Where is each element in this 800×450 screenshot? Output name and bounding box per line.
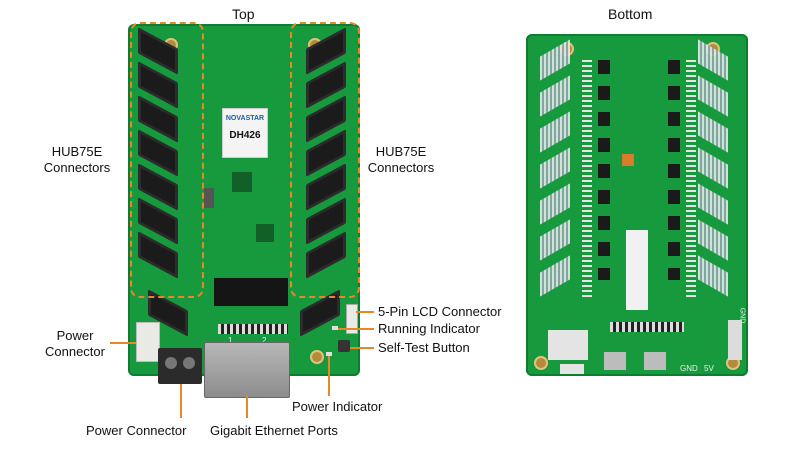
product-label: NOVASTAR DH426 <box>222 108 268 158</box>
small-chip <box>204 188 214 208</box>
bottom-port <box>644 352 666 370</box>
lcd-connector <box>346 304 358 334</box>
label-gigabit-ethernet: Gigabit Ethernet Ports <box>210 423 338 438</box>
label-running-indicator: Running Indicator <box>378 321 480 336</box>
power-terminal-block <box>158 348 202 384</box>
bottom-port <box>604 352 626 370</box>
screw-icon <box>165 357 177 369</box>
silk-5v: 5V <box>704 364 714 373</box>
component-block <box>232 172 252 192</box>
label-hub75e-left: HUB75E Connectors <box>42 144 112 176</box>
mounting-hole <box>310 350 324 364</box>
label-lcd-connector: 5-Pin LCD Connector <box>378 304 502 319</box>
model-number: DH426 <box>229 130 261 141</box>
title-top: Top <box>232 6 255 22</box>
label-power-connector-bottom: Power Connector <box>86 423 187 438</box>
main-chip <box>214 278 288 306</box>
bottom-square-pad <box>548 330 588 360</box>
silk-gnd: GND <box>680 364 698 373</box>
pin-header <box>218 324 288 334</box>
label-power-left: Power Connector <box>40 328 110 360</box>
label-power-indicator: Power Indicator <box>292 399 383 414</box>
leader-ethernet <box>246 396 248 418</box>
leader-selftest <box>350 347 374 349</box>
chip-column <box>668 60 680 280</box>
running-indicator-led <box>332 326 338 330</box>
label-power-left-line2: Connector <box>45 344 105 359</box>
label-self-test-button: Self-Test Button <box>378 340 470 355</box>
port-number-1: 1 <box>228 336 233 345</box>
lcd-header-bottom <box>610 322 684 332</box>
bottom-terminal <box>728 320 742 360</box>
bottom-small-connector <box>560 364 584 374</box>
ethernet-ports <box>204 342 290 398</box>
screw-icon <box>183 357 195 369</box>
leader-power-left <box>110 342 136 344</box>
leader-running <box>338 328 374 330</box>
hub75e-right-highlight <box>290 22 360 298</box>
self-test-button <box>338 340 350 352</box>
component-block <box>256 224 274 242</box>
hub75e-left-highlight <box>130 22 204 298</box>
power-indicator-led <box>326 352 332 356</box>
pin-column <box>582 60 592 300</box>
label-hub75e-right: HUB75E Connectors <box>366 144 436 176</box>
leader-power-indicator <box>328 356 330 396</box>
label-hub75e-right-line1: HUB75E <box>375 144 427 159</box>
label-hub75e-left-line1: HUB75E <box>51 144 103 159</box>
power-connector-white <box>136 322 160 362</box>
mounting-hole <box>534 356 548 370</box>
orange-component <box>622 154 634 166</box>
leader-power-bottom <box>180 384 182 418</box>
label-hub75e-left-line2: Connectors <box>43 160 111 175</box>
bottom-label <box>626 230 648 310</box>
port-number-2: 2 <box>262 336 267 345</box>
title-bottom: Bottom <box>608 6 653 22</box>
chip-column <box>598 60 610 280</box>
label-power-left-line1: Power <box>56 328 94 343</box>
pin-column <box>686 60 696 300</box>
brand-logo: NOVASTAR <box>225 115 265 122</box>
leader-lcd <box>356 311 374 313</box>
label-hub75e-right-line2: Connectors <box>367 160 435 175</box>
